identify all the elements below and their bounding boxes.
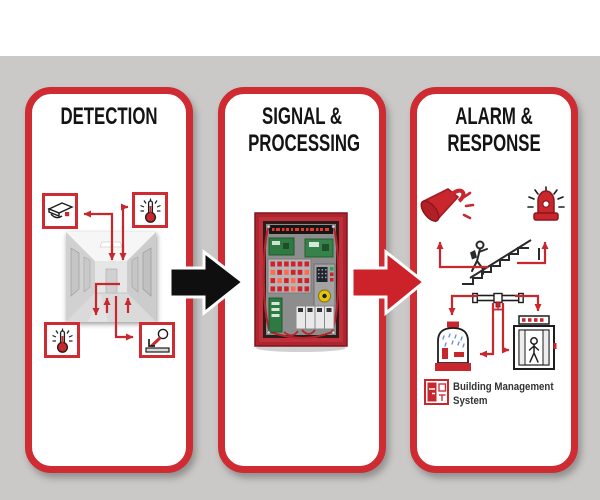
panel-title-signal-processing: SIGNAL & PROCESSING (225, 103, 379, 157)
manual-call-point-icon (144, 328, 170, 353)
megaphone-icon (420, 185, 476, 235)
smoke-detector-box (42, 193, 78, 229)
title-line: RESPONSE (447, 130, 541, 157)
fire-alarm-control-panel-photo (254, 212, 348, 354)
heat-detector-icon (139, 198, 161, 223)
building-management-system-icon (424, 379, 449, 405)
title-line: SIGNAL & (262, 103, 342, 130)
temperature-sensor-box (44, 322, 80, 358)
strobe-beacon-icon (527, 185, 565, 231)
temperature-sensor-icon (51, 328, 73, 353)
evacuation-stairs-icon (452, 234, 552, 288)
heat-detector-box (132, 192, 168, 228)
sprinkler-pipe-icon (472, 289, 524, 313)
smoke-detector-icon (46, 201, 74, 218)
bms-label: Building Management System (453, 381, 554, 408)
panel-title-detection: DETECTION (32, 103, 186, 130)
panel-title-alarm-response: ALARM & RESPONSE (417, 103, 571, 157)
manual-call-point-box (139, 322, 175, 358)
top-margin (0, 0, 600, 56)
elevator-recall-icon (512, 315, 557, 371)
bms-label-line: System (453, 394, 488, 407)
corridor-photo (66, 232, 156, 322)
bms-label-line: Building Management (453, 381, 554, 393)
title-line: PROCESSING (248, 130, 361, 157)
title-line: DETECTION (60, 103, 158, 130)
sprinkler-discharge-icon (430, 321, 476, 373)
title-line: ALARM & (455, 103, 533, 130)
